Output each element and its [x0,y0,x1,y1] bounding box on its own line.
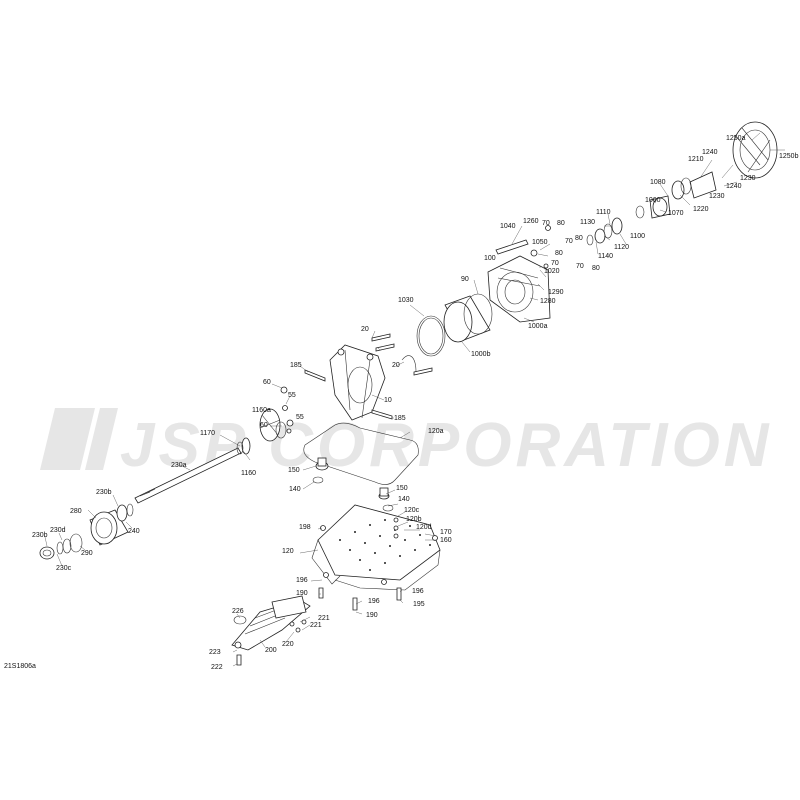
callout: 1050 [532,239,548,246]
callout: 221 [310,622,322,629]
callout: 120 [282,548,294,555]
callout: 1110 [596,209,611,216]
callout: 1160 [241,470,256,477]
callout: 80 [592,265,600,272]
callout: 1280 [540,298,556,305]
callout: 240 [128,528,140,535]
callout: 120a [428,428,444,435]
drawing-reference: 21S1806a [4,663,36,670]
callout-labels: 1250a 1250b 1210 1240 1230 1240 1230 108… [32,135,799,671]
callout: 290 [81,550,93,557]
callout: 196 [368,598,380,605]
callout: 1240 [726,183,742,190]
callout: 120b [406,516,422,523]
callout: 1040 [500,223,516,230]
drive-shaft [134,437,251,504]
callout: 230d [50,527,66,534]
ride-plate [311,504,441,611]
callout: 230a [171,462,187,469]
callout: 1020 [544,268,560,275]
callout: 55 [296,414,304,421]
callout: 222 [211,664,223,671]
callout: 160 [440,537,452,544]
leader-lines [44,132,785,667]
callout: 55 [288,392,296,399]
callout: 80 [575,235,583,242]
impeller [259,386,294,442]
callout: 1060 [645,197,661,204]
callout: 185 [394,415,406,422]
callout: 150 [288,467,300,474]
watermark-logo: JSP CORPORATION [40,408,773,480]
callout: 198 [299,524,311,531]
callout: 1250a [726,135,746,142]
callout: 1250b [779,153,799,160]
callout: 100 [484,255,496,262]
intake-grate [231,595,311,666]
callout: 140 [289,486,301,493]
gasket [303,422,419,512]
callout: 195 [413,601,425,608]
callout: 221 [318,615,330,622]
callout: 230b [32,532,48,539]
callout: 80 [557,220,565,227]
callout: 140 [398,496,410,503]
callout: 196 [296,577,308,584]
callout: 170 [440,529,452,536]
callout: 1080 [650,179,666,186]
callout: 280 [70,508,82,515]
callout: 230c [56,565,72,572]
callout: 1140 [598,253,613,260]
callout: 1290 [548,289,564,296]
callout: 1260 [523,218,539,225]
callout: 1160a [252,407,271,414]
callout: 1220 [693,206,709,213]
callout: 10 [384,397,392,404]
studs [371,333,433,376]
callout: 1210 [688,156,704,163]
callout: 190 [296,590,308,597]
callout: 70 [576,263,584,270]
callout: 60 [263,379,271,386]
callout: 1230 [740,175,756,182]
callout: 120c [404,507,420,514]
pump-housing [487,255,551,323]
callout: 150 [396,485,408,492]
seal-carrier [39,503,134,560]
watermark-text: JSP CORPORATION [120,411,773,480]
callout: 60 [260,422,268,429]
callout: 70 [551,260,559,267]
callout: 1000b [471,351,491,358]
venturi-support [304,344,393,421]
callout: 1130 [580,219,595,226]
callout: 20 [392,362,400,369]
wear-ring [416,293,493,357]
callout: 190 [366,612,378,619]
callout: 200 [265,647,277,654]
callout: 1230 [709,193,725,200]
callout: 1240 [702,149,718,156]
callout: 223 [209,649,221,656]
callout: 20 [361,326,369,333]
callout: 1000a [528,323,548,330]
callout: 1170 [200,430,215,437]
callout: 220 [282,641,294,648]
callout: 1070 [668,210,684,217]
callout: 185 [290,362,302,369]
nozzle-assembly [635,121,778,219]
callout: 226 [232,608,244,615]
callout: 1030 [398,297,414,304]
callout: 196 [412,588,424,595]
callout: 70 [565,238,573,245]
callout: 120d [416,524,432,531]
callout: 230b [96,489,112,496]
callout: 1120 [614,244,629,251]
callout: 70 [542,220,550,227]
callout: 90 [461,276,469,283]
callout: 80 [555,250,563,257]
callout: 1100 [630,233,645,240]
